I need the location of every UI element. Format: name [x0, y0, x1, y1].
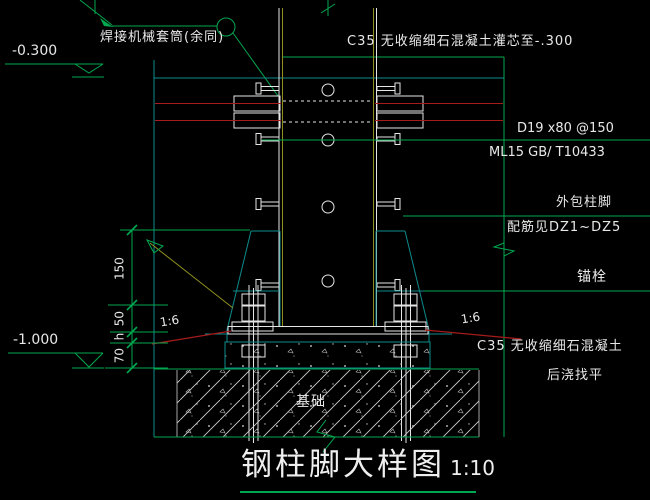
- elevation-marker-top: [5, 63, 104, 78]
- note-rebar: 配筋见DZ1~DZ5: [507, 220, 622, 235]
- foundation: [154, 368, 480, 453]
- dim-70: 70: [112, 347, 127, 364]
- slope-leaders: [151, 329, 522, 345]
- note-studs: D19 x80 @150: [517, 121, 614, 136]
- elevation-top-value: -0.300: [12, 43, 58, 59]
- drawing-title-scale: 1:10: [450, 456, 496, 480]
- shear-studs: [255, 82, 401, 291]
- elevation-bottom-value: -1.000: [13, 332, 59, 348]
- leveling-grout-layer: [224, 341, 431, 369]
- drawing-title-text: 钢柱脚大样图: [241, 447, 445, 483]
- note-grout: C35 无收缩细石混凝土: [477, 339, 623, 354]
- elevation-marker-bottom: [8, 352, 104, 369]
- note-foundation: 基础: [296, 394, 326, 410]
- infill-top-lines: [153, 60, 504, 437]
- grout-fill-note-leader: [282, 56, 516, 437]
- note-anchor-bolt: 锚栓: [577, 269, 607, 285]
- note-encased-base: 外包柱脚: [556, 195, 613, 210]
- note-sleeve-spec: ML15 GB/ T10433: [489, 145, 605, 160]
- dimension-chain: [105, 224, 250, 374]
- label-leaders-right: [262, 139, 650, 292]
- note-leveling: 后浇找平: [547, 368, 604, 383]
- note-sleeve: 焊接机械套筒(余同): [100, 30, 225, 45]
- dim-150: 150: [112, 257, 127, 281]
- drawing-title: 钢柱脚大样图 1:10: [241, 448, 495, 482]
- splice-connection: [155, 95, 503, 129]
- steel-column: [278, 0, 377, 327]
- note-grout-fill: C35 无收缩细石混凝土灌芯至-.300: [347, 34, 574, 49]
- anchor-leader-left: [145, 239, 234, 309]
- sleeve-note-leader: [79, 0, 279, 97]
